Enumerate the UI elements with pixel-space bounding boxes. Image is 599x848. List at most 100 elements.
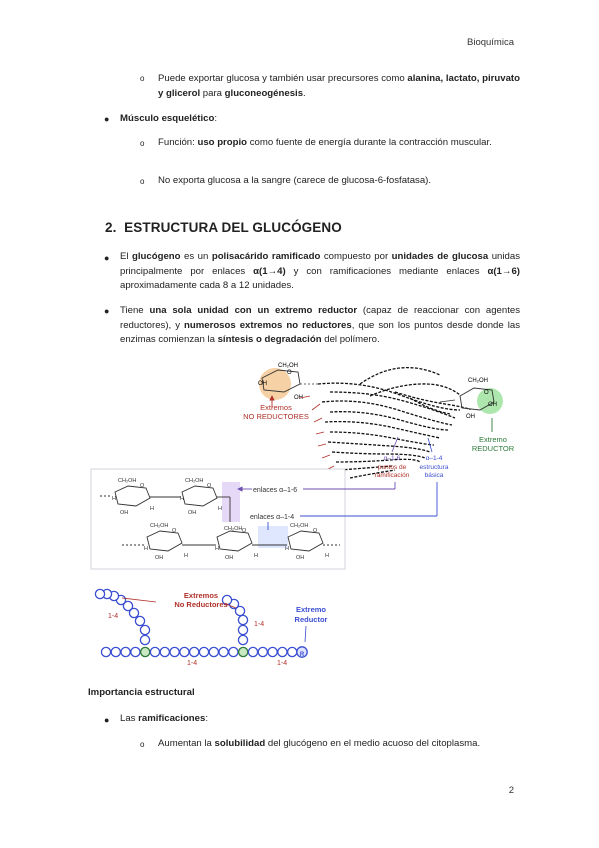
svg-text:H: H [254, 553, 258, 559]
reducing-highlight [477, 388, 503, 414]
link-1-4-label: 1-4 [277, 660, 287, 667]
glucose-bead [139, 634, 151, 646]
no-export-item: No exporta glucosa a la sangre (carece d… [158, 175, 432, 186]
glucose-bead [208, 646, 220, 658]
bead-nonreducing-line1: Extremos [184, 591, 218, 600]
svg-text:H: H [150, 506, 154, 512]
svg-text:H: H [218, 506, 222, 512]
glucose-bead [122, 600, 134, 612]
link-1-4-label: 1-4 [254, 621, 264, 628]
svg-text:H: H [285, 546, 289, 552]
basic-structure-line1: estructura [420, 464, 449, 471]
glucose-bead [130, 646, 141, 658]
export-glucose-item: Puede exportar glucosa y también usar pr… [158, 73, 520, 99]
ring-bullet: o [140, 177, 145, 186]
svg-text:O: O [242, 528, 247, 534]
glucose-bead [110, 646, 122, 658]
oh-label: OH [488, 402, 497, 408]
svg-text:H: H [144, 546, 148, 552]
glucose-bead [139, 624, 151, 636]
bead-nonreducing-line2: No Reductores [174, 600, 227, 609]
chain-top-row [100, 485, 231, 522]
glucose-bead [159, 646, 171, 658]
svg-text:O: O [313, 528, 318, 534]
svg-text:O: O [207, 483, 212, 489]
glucose-bead [237, 624, 249, 636]
disc-bullet: ● [104, 114, 110, 124]
o-label: O [287, 370, 292, 376]
page-header: Bioquímica [467, 37, 514, 48]
glucose-bead [120, 646, 131, 658]
disc-bullet: ● [104, 253, 110, 263]
glucose-ring-reducing [459, 387, 495, 411]
glucose-bead [277, 646, 288, 658]
glucose-bead [234, 605, 246, 617]
alpha16-label: α–1-6 [384, 455, 401, 462]
muscle-heading: Músculo esquelético: [120, 113, 218, 124]
oh-label: OH [294, 395, 303, 401]
glucose-bead [134, 615, 146, 627]
section-title: 2. ESTRUCTURA DEL GLUCÓGENO [105, 220, 342, 235]
bond16-label: enlaces α–1-6 [253, 487, 297, 494]
bead-reducing-line1: Extremo [296, 605, 326, 614]
svg-text:OH: OH [296, 555, 304, 561]
link-1-4-label: 1-4 [187, 660, 197, 667]
chain-detail-box [90, 468, 346, 570]
glucose-bead [188, 646, 200, 658]
glucose-bead [100, 646, 112, 658]
svg-text:O: O [140, 483, 145, 489]
svg-text:H: H [184, 553, 188, 559]
chain-bottom-row [122, 530, 340, 552]
svg-text:CH₂OH: CH₂OH [224, 526, 242, 532]
reducing-label-line1: Extremo [479, 435, 507, 444]
svg-text:CH₂OH: CH₂OH [185, 478, 203, 484]
solubility-item: Aumentan la solubilidad del glucógeno en… [158, 738, 481, 749]
glucose-bead [198, 646, 210, 658]
reducing-end-paragraph: Tiene una sola unidad con un extremo red… [120, 305, 520, 345]
ch2oh-label: CH₂OH [468, 378, 488, 384]
nonreducing-label-line2: NO REDUCTORES [243, 412, 309, 421]
svg-text:CH₂OH: CH₂OH [290, 523, 308, 529]
svg-text:H: H [112, 496, 116, 502]
svg-text:O: O [172, 528, 177, 534]
alpha14-label: α–1-4 [426, 455, 443, 462]
glucose-bead [94, 588, 106, 600]
disc-bullet: ● [104, 306, 110, 316]
reducing-end-bead [296, 646, 308, 658]
bond14-label: enlaces α–1-4 [250, 514, 294, 521]
bond14-highlight [258, 526, 288, 548]
glucose-bead [237, 634, 249, 646]
muscle-function-item: Función: uso propio como fuente de energ… [158, 137, 492, 148]
glucose-bead [228, 646, 239, 658]
glucose-bead [139, 646, 151, 658]
glucose-bead [149, 646, 161, 658]
definition-paragraph: El glucógeno es un polisacárido ramifica… [120, 251, 520, 291]
reducing-label-line2: REDUCTOR [472, 444, 515, 453]
bond16-highlight [222, 482, 240, 522]
branch-points-line2: ramificación [375, 472, 410, 479]
bead-diagram [94, 588, 308, 658]
ring-bullet: o [140, 139, 145, 148]
glucose-bead [267, 646, 278, 658]
svg-text:OH: OH [188, 510, 196, 516]
ring-bullet: o [140, 740, 145, 749]
nonreducing-arrows [299, 395, 345, 481]
branch-points-line1: puntos de [378, 464, 407, 471]
svg-text:H: H [215, 546, 219, 552]
glucose-bead [237, 646, 249, 658]
basic-structure-line2: básica [425, 472, 444, 479]
disc-bullet: ● [104, 715, 110, 725]
svg-text:OH: OH [225, 555, 233, 561]
glucose-ring-nonreducing [261, 369, 318, 393]
branches-item: Las ramificaciones: [120, 713, 209, 724]
bead-reducing-line2: Reductor [295, 615, 328, 624]
svg-text:CH₂OH: CH₂OH [150, 523, 168, 529]
glucose-bead [247, 646, 259, 658]
glucose-bead [286, 646, 298, 658]
svg-text:H: H [325, 553, 329, 559]
ch2oh-label: CH₂OH [278, 363, 298, 369]
svg-text:OH: OH [120, 510, 128, 516]
glucose-bead [128, 607, 140, 619]
svg-text:H: H [180, 496, 184, 502]
oh-label: OH [258, 381, 267, 387]
